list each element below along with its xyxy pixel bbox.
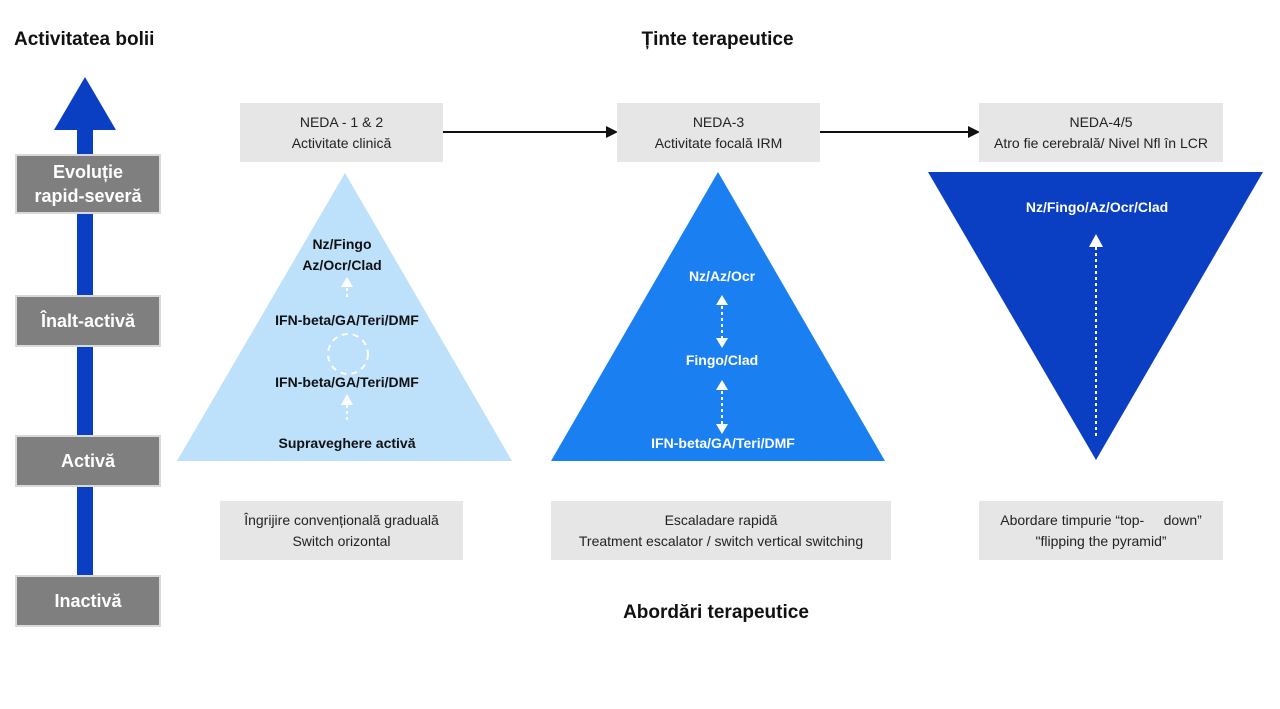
pyramid-mid	[551, 172, 885, 461]
level-rapid-severe: Evoluție rapid-severă	[15, 154, 161, 214]
target-line2: Activitate clinică	[291, 134, 392, 151]
pyramid2-middle-label: Fingo/Clad	[685, 352, 759, 368]
target-line1: NEDA-3	[692, 113, 745, 130]
level-label: Inactivă	[54, 591, 122, 611]
pyramid2-bottom-label: IFN-beta/GA/Teri/DMF	[651, 435, 795, 451]
level-highly-active: Înalt-activă	[15, 295, 161, 347]
target-line2: Activitate focală IRM	[654, 134, 783, 151]
approach-line2: "flipping the pyramid”	[1035, 532, 1167, 549]
level-label: Evoluție rapid-severă	[34, 162, 142, 206]
pyramid1-top-label: Nz/Fingo Az/Ocr/Clad	[302, 236, 382, 273]
activity-heading: Activitatea bolii	[14, 29, 155, 50]
approach-line1: Abordare timpurie “top- down”	[1000, 511, 1202, 528]
approach-line1: Escaladare rapidă	[664, 511, 778, 528]
level-label: Înalt-activă	[40, 311, 136, 331]
approach-line1: Îngrijire convențională graduală	[244, 511, 439, 528]
approach-box-gradual: Îngrijire convențională graduală Switch …	[220, 501, 463, 560]
level-inactive: Inactivă	[15, 575, 161, 627]
pyramid1-bottom-label: Supraveghere activă	[278, 435, 416, 451]
level-active: Activă	[15, 435, 161, 487]
approach-box-top-down: Abordare timpurie “top- down” "flipping …	[979, 501, 1223, 560]
target-box-neda-3: NEDA-3 Activitate focală IRM	[617, 103, 820, 162]
level-label: Activă	[60, 451, 116, 471]
pyramid1-mid-upper-label: IFN-beta/GA/Teri/DMF	[275, 312, 419, 328]
targets-heading: Ținte terapeutice	[641, 29, 794, 50]
pyramid2-top-label: Nz/Az/Ocr	[688, 268, 756, 284]
pyramid-light-arrows	[327, 277, 369, 420]
pyramid3-top-label: Nz/Fingo/Az/Ocr/Clad	[1025, 199, 1169, 215]
target-line1: NEDA - 1 & 2	[299, 113, 384, 130]
approach-box-escalation: Escaladare rapidă Treatment escalator / …	[551, 501, 891, 560]
approach-line2: Treatment escalator / switch vertical sw…	[578, 532, 864, 549]
target-box-neda-4-5: NEDA-4/5 Atro fie cerebrală/ Nivel Nfl î…	[979, 103, 1223, 162]
pyramid-inverted-arrow	[1089, 234, 1103, 436]
approach-line2: Switch orizontal	[292, 532, 391, 549]
target-box-neda-1-2: NEDA - 1 & 2 Activitate clinică	[240, 103, 443, 162]
pyramid-light	[177, 173, 512, 461]
pyramid-mid-arrows	[716, 295, 728, 434]
target-line2: Atro fie cerebrală/ Nivel Nfl în LCR	[994, 134, 1208, 151]
target-line1: NEDA-4/5	[1069, 113, 1133, 130]
pyramid1-mid-lower-label: IFN-beta/GA/Teri/DMF	[275, 374, 419, 390]
approaches-heading: Abordări terapeutice	[623, 602, 809, 623]
